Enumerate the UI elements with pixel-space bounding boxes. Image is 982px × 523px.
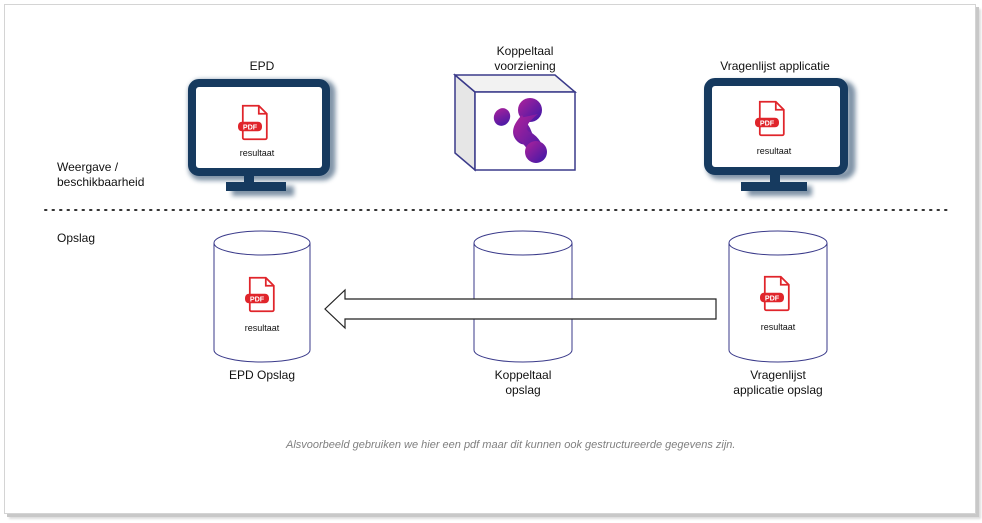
koppeltaal-opslag-title: Koppeltaal opslag <box>463 368 583 398</box>
pdf-file-icon <box>238 104 268 141</box>
koppeltaal-opslag-line1: Koppeltaal <box>494 368 552 382</box>
koppeltaal-opslag-line2: opslag <box>505 383 541 397</box>
vragenlijst-title: Vragenlijst applicatie <box>720 59 830 73</box>
vragenlijst-opslag-line2: applicatie opslag <box>733 383 823 397</box>
display-label-line1: Weergave / <box>57 160 119 174</box>
pdf-file-icon <box>760 275 790 312</box>
epd-doc-label: resultaat <box>240 148 275 158</box>
footnote: Alsvoorbeeld gebruiken we hier een pdf m… <box>286 439 736 451</box>
display-section-label: Weergave / beschikbaarheid <box>57 160 144 190</box>
vragenlijst-monitor-icon <box>704 78 856 196</box>
epd-opslag-doc-label: resultaat <box>245 323 280 333</box>
pdf-file-icon <box>755 100 785 137</box>
pdf-file-icon <box>245 276 275 313</box>
epd-opslag-title: EPD Opslag <box>228 368 296 382</box>
vragenlijst-opslag-line1: Vragenlijst <box>750 368 806 382</box>
koppeltaal-title: Koppeltaal voorziening <box>465 44 585 74</box>
koppeltaal-logo-icon <box>493 98 547 163</box>
vragenlijst-opslag-doc-label: resultaat <box>761 322 796 332</box>
koppeltaal-title-line2: voorziening <box>494 59 556 73</box>
storage-section-label: Opslag <box>57 231 96 245</box>
display-label-line2: beschikbaarheid <box>57 175 145 189</box>
koppeltaal-cube-icon <box>452 73 578 172</box>
vragenlijst-opslag-title: Vragenlijst applicatie opslag <box>708 368 848 398</box>
vragenlijst-doc-label: resultaat <box>757 146 792 156</box>
koppeltaal-opslag-database-icon <box>473 230 573 363</box>
left-arrow-icon <box>324 288 717 330</box>
koppeltaal-title-line1: Koppeltaal <box>496 44 554 58</box>
epd-title: EPD <box>249 59 275 73</box>
